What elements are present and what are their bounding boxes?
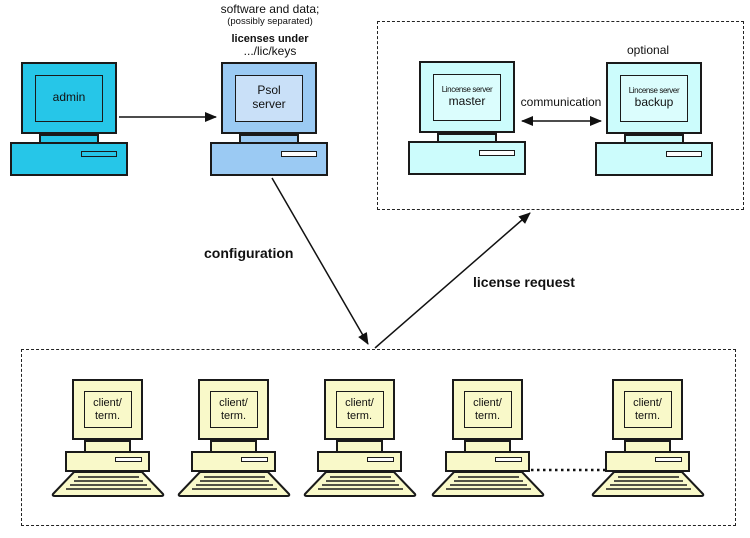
- optional-label: optional: [627, 43, 670, 57]
- communication-label: communication: [520, 95, 602, 109]
- clients-group-box: [21, 349, 736, 526]
- keyboard-icon: [591, 471, 705, 497]
- monitor: admin: [21, 62, 117, 134]
- client-label: client/ term.: [93, 396, 122, 422]
- monitor: Lincense server backup: [606, 62, 702, 134]
- client-terminal-1: client/ term.: [51, 379, 165, 497]
- screen: client/ term.: [463, 391, 512, 428]
- screen: client/ term.: [209, 391, 258, 428]
- license-request-label: license request: [473, 274, 575, 290]
- monitor: client/ term.: [198, 379, 269, 440]
- disk-slot: [241, 457, 268, 462]
- disk-slot: [495, 457, 522, 462]
- keyboard-icon: [51, 471, 165, 497]
- disk-slot: [666, 151, 702, 157]
- keyboard-icon: [303, 471, 417, 497]
- screen: Lincense server backup: [620, 74, 688, 122]
- client-label: client/ term.: [345, 396, 374, 422]
- monitor: Psol server: [221, 62, 317, 134]
- license-server-group-box: [377, 21, 744, 210]
- note-line-software: software and data;: [220, 2, 320, 16]
- admin-computer: admin: [10, 62, 130, 176]
- client-label: client/ term.: [633, 396, 662, 422]
- note-line-possibly-separated: (possibly separated): [227, 16, 313, 27]
- screen: Psol server: [235, 74, 303, 122]
- client-label: client/ term.: [219, 396, 248, 422]
- master-label: master: [448, 94, 486, 109]
- monitor: Lincense server master: [419, 61, 515, 133]
- monitor: client/ term.: [452, 379, 523, 440]
- client-terminal-2: client/ term.: [177, 379, 291, 497]
- backup-label: backup: [634, 95, 674, 110]
- license-server-backup-computer: Lincense server backup: [595, 62, 715, 176]
- psol-server-computer: Psol server: [210, 62, 330, 176]
- admin-label: admin: [52, 90, 86, 105]
- note-line-lic-keys: .../lic/keys: [243, 44, 297, 58]
- screen: admin: [35, 74, 103, 122]
- disk-slot: [479, 150, 515, 156]
- software-data-note: software and data; (possibly separated) …: [190, 2, 350, 58]
- configuration-label: configuration: [204, 245, 294, 261]
- disk-slot: [367, 457, 394, 462]
- configuration-arrow: [271, 177, 369, 345]
- keyboard-icon: [431, 471, 545, 497]
- computer-base: [595, 142, 713, 176]
- client-label: client/ term.: [473, 396, 502, 422]
- screen: client/ term.: [335, 391, 384, 428]
- monitor: client/ term.: [612, 379, 683, 440]
- screen: Lincense server master: [433, 73, 501, 121]
- screen: client/ term.: [83, 391, 132, 428]
- disk-slot: [115, 457, 142, 462]
- monitor: client/ term.: [324, 379, 395, 440]
- computer-base: [65, 451, 150, 472]
- computer-base: [191, 451, 276, 472]
- computer-base: [605, 451, 690, 472]
- psol-label: Psol server: [252, 83, 286, 111]
- computer-base: [210, 142, 328, 176]
- master-sublabel: Lincense server: [441, 84, 493, 94]
- computer-base: [10, 142, 128, 176]
- disk-slot: [81, 151, 117, 157]
- computer-base: [445, 451, 530, 472]
- disk-slot: [281, 151, 317, 157]
- monitor: client/ term.: [72, 379, 143, 440]
- disk-slot: [655, 457, 682, 462]
- computer-base: [408, 141, 526, 175]
- screen: client/ term.: [623, 391, 672, 428]
- license-server-master-computer: Lincense server master: [408, 61, 528, 175]
- keyboard-icon: [177, 471, 291, 497]
- computer-base: [317, 451, 402, 472]
- client-terminal-5: client/ term.: [591, 379, 705, 497]
- backup-sublabel: Lincense server: [628, 85, 680, 95]
- note-line-licenses-under: licenses under: [231, 33, 309, 45]
- client-terminal-4: client/ term.: [431, 379, 545, 497]
- client-terminal-3: client/ term.: [303, 379, 417, 497]
